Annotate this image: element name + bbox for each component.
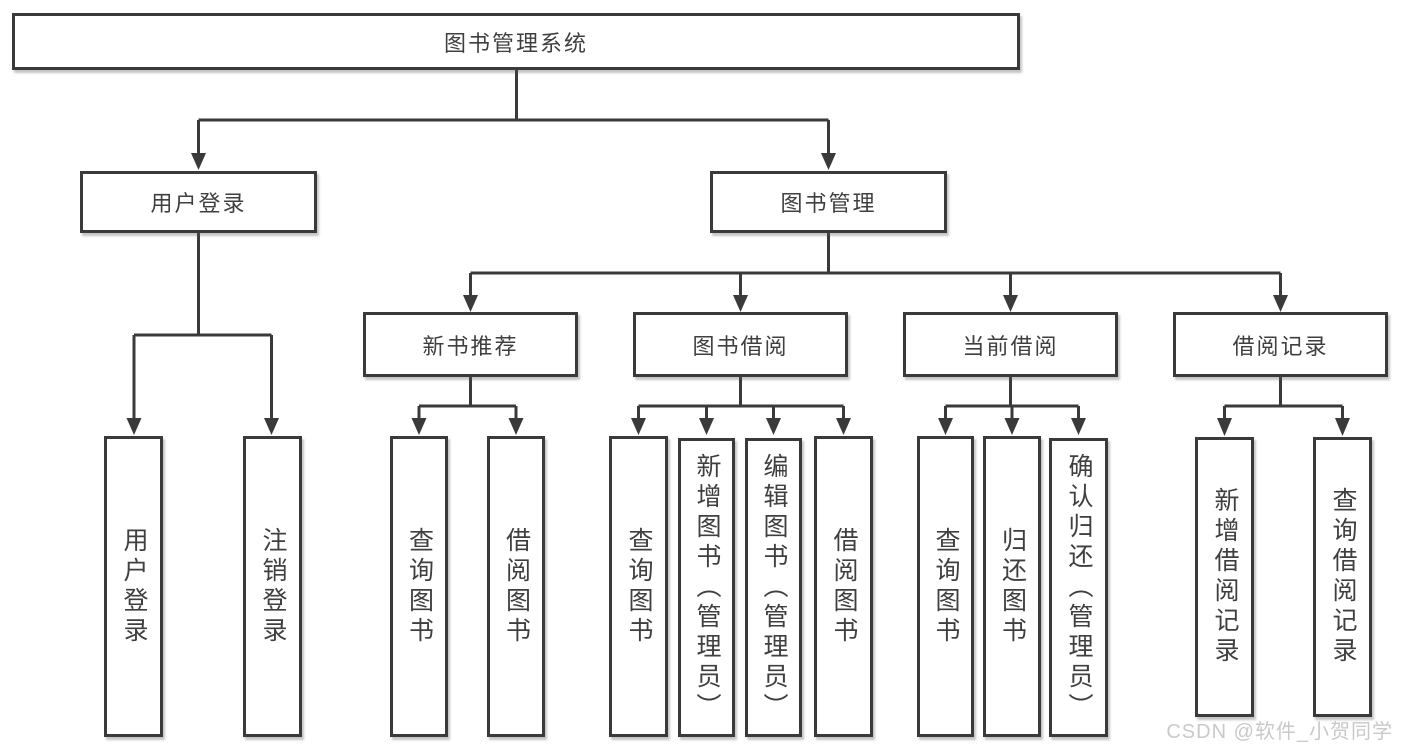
leaf-recommend-query-books: 查询图书 bbox=[390, 436, 448, 737]
leaf-user-login-label: 用户登录 bbox=[120, 526, 148, 647]
node-book-borrow: 图书借阅 bbox=[633, 312, 848, 377]
leaf-edit-books-admin-label: 编辑图书（管理员） bbox=[760, 452, 788, 723]
node-root-label: 图书管理系统 bbox=[443, 30, 588, 56]
leaf-return-books: 归还图书 bbox=[983, 436, 1041, 737]
csdn-watermark: CSDN @软件_小贺同学 bbox=[1166, 721, 1393, 743]
leaf-user-login: 用户登录 bbox=[104, 436, 163, 737]
leaf-confirm-return-admin: 确认归还（管理员） bbox=[1049, 438, 1108, 737]
leaf-return-books-label: 归还图书 bbox=[998, 526, 1027, 647]
node-new-book-recommend-label: 新书推荐 bbox=[422, 333, 519, 359]
leaf-add-books-admin: 新增图书（管理员） bbox=[678, 438, 735, 737]
node-new-book-recommend: 新书推荐 bbox=[363, 312, 578, 377]
node-book-borrow-label: 图书借阅 bbox=[692, 333, 789, 359]
node-book-management: 图书管理 bbox=[710, 171, 947, 233]
leaf-add-borrow-record-label: 新增借阅记录 bbox=[1211, 487, 1239, 667]
leaf-recommend-query-books-label: 查询图书 bbox=[405, 526, 434, 647]
leaf-query-borrow-record-label: 查询借阅记录 bbox=[1329, 487, 1357, 667]
node-root: 图书管理系统 bbox=[12, 13, 1020, 70]
leaf-current-query-books-label: 查询图书 bbox=[932, 526, 960, 647]
node-user-login: 用户登录 bbox=[80, 171, 317, 233]
leaf-query-borrow-record: 查询借阅记录 bbox=[1313, 437, 1372, 717]
node-borrow-records: 借阅记录 bbox=[1173, 312, 1388, 377]
node-current-borrow: 当前借阅 bbox=[903, 312, 1118, 377]
leaf-logout: 注销登录 bbox=[243, 436, 302, 737]
leaf-recommend-borrow-books: 借阅图书 bbox=[487, 436, 545, 737]
leaf-borrow-borrow-books-label: 借阅图书 bbox=[830, 526, 858, 647]
leaf-edit-books-admin: 编辑图书（管理员） bbox=[745, 438, 802, 737]
leaf-recommend-borrow-books-label: 借阅图书 bbox=[502, 526, 531, 647]
node-user-login-label: 用户登录 bbox=[150, 191, 247, 216]
node-current-borrow-label: 当前借阅 bbox=[962, 333, 1059, 359]
node-borrow-records-label: 借阅记录 bbox=[1232, 333, 1329, 359]
leaf-confirm-return-admin-label: 确认归还（管理员） bbox=[1065, 452, 1093, 723]
leaf-logout-label: 注销登录 bbox=[259, 526, 287, 647]
leaf-add-books-admin-label: 新增图书（管理员） bbox=[693, 452, 721, 723]
node-book-management-label: 图书管理 bbox=[780, 191, 877, 216]
leaf-borrow-query-books: 查询图书 bbox=[609, 436, 668, 737]
leaf-add-borrow-record: 新增借阅记录 bbox=[1195, 437, 1254, 717]
leaf-borrow-borrow-books: 借阅图书 bbox=[814, 436, 873, 737]
leaf-current-query-books: 查询图书 bbox=[917, 436, 974, 737]
leaf-borrow-query-books-label: 查询图书 bbox=[625, 526, 653, 647]
